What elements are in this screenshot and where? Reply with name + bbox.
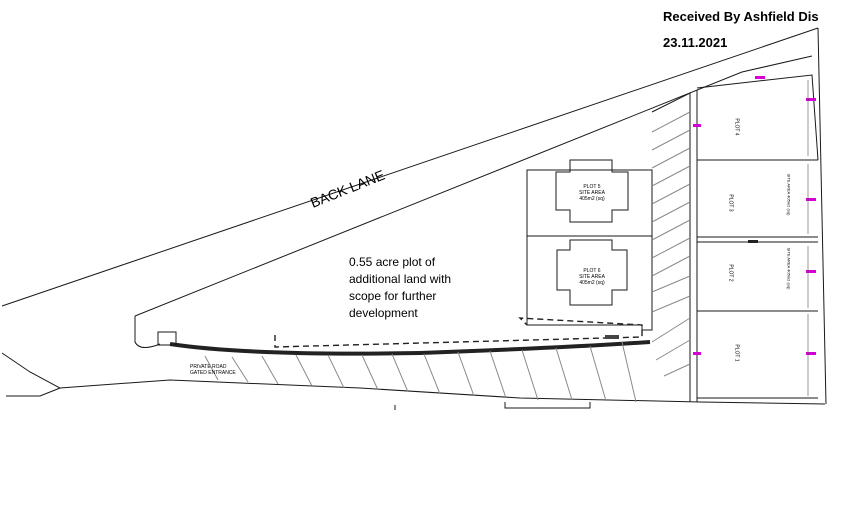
back-lane-outer-edge [1,27,819,307]
additional-land-note: 0.55 acre plot of additional land with s… [349,254,451,322]
plot4-label: PLOT 4 [733,118,740,136]
private-road-line-2: GATED ENTRANCE [190,370,236,376]
plot5-label: PLOT 5 SITE AREA 405m2 (sq) [572,184,612,202]
parking-bays [204,111,691,403]
side-plot-dividers [697,159,818,399]
plot6-area: SITE AREA 405m2 (sq) [579,274,605,286]
side-divider-marker [748,240,758,243]
lane-end-curve [134,316,161,348]
plot2-area: SITE AREA 405m2 (sq) [786,247,792,290]
plot5-area: SITE AREA 405m2 (sq) [579,190,605,202]
note-line-1: 0.55 acre plot of [349,255,436,269]
private-road-kerb [169,340,651,356]
plot6-label: PLOT 6 SITE AREA 405m2 (sq) [572,268,612,286]
southern-site-edge [59,379,826,405]
note-line-4: development [349,306,418,320]
back-lane-inner-edge [134,55,813,317]
gate-structure [157,331,177,346]
plot3-label: PLOT 3 [728,194,734,211]
private-road-line-1: PRIVATE ROAD [190,364,227,370]
gate-marker [605,335,619,339]
additional-land-dashed-boundary [274,317,643,348]
southern-frontage [394,402,591,410]
central-plot-wall [651,92,691,402]
side-plot-boxes [696,74,819,161]
note-line-2: additional land with [349,272,452,286]
received-date: 23.11.2021 [663,35,728,50]
received-stamp: Received By Ashfield Dis [663,9,819,24]
plot2-label: PLOT 2 [728,264,734,281]
plot3-area: SITE AREA 405m2 (sq) [786,173,792,216]
east-boundary-outer [817,27,827,405]
dimension-markers [693,76,816,355]
plot5-name: PLOT 5 [583,184,601,190]
note-line-3: scope for further [349,289,437,303]
plot2-name: PLOT 2 [727,264,734,282]
plot6-name: PLOT 6 [583,268,601,274]
plot3-name: PLOT 3 [727,194,734,212]
plot1-label: PLOT 1 [733,344,740,362]
private-road-label: PRIVATE ROAD GATED ENTRANCE [190,364,236,376]
left-boundary [1,352,62,397]
plot5-house [555,159,629,223]
plot6-house [556,239,628,306]
